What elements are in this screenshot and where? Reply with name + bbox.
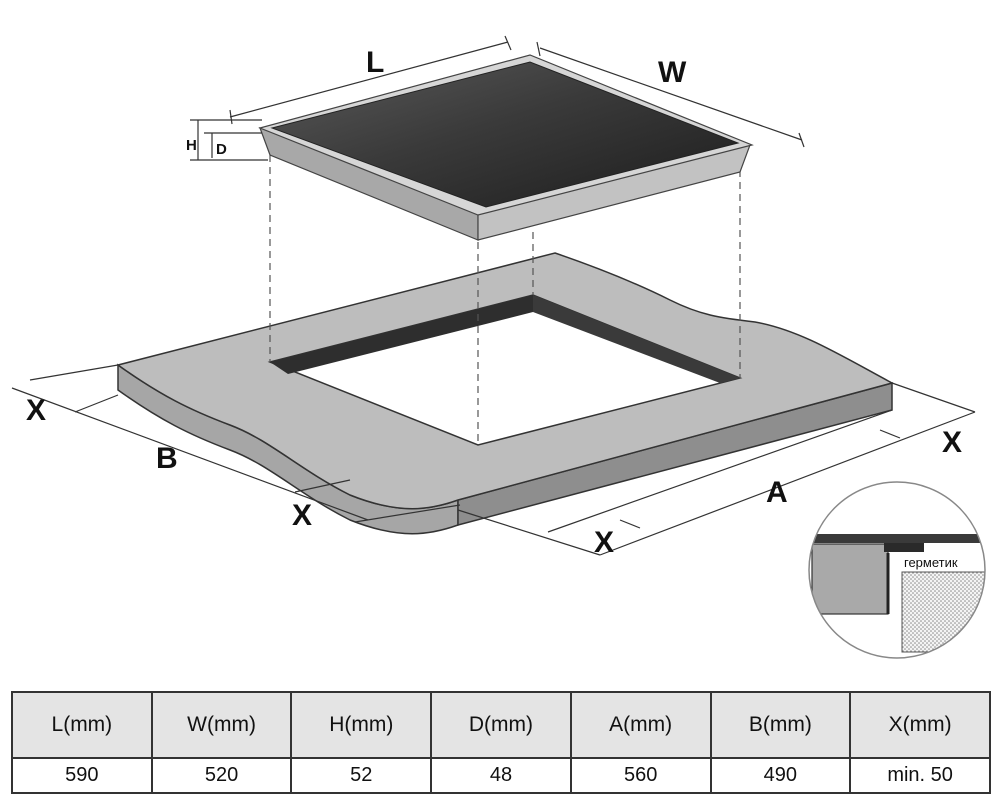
value-D: 48 <box>430 757 572 794</box>
cutout-right-wall <box>533 295 740 383</box>
header-H: H(mm) <box>290 691 433 759</box>
header-B: B(mm) <box>709 691 852 759</box>
inset-hob-body <box>901 571 985 653</box>
value-W: 520 <box>150 757 293 794</box>
hob-glass <box>270 61 740 208</box>
label-B: B <box>156 442 178 475</box>
label-L: L <box>366 46 384 79</box>
label-X-right: X <box>942 426 962 459</box>
label-D: D <box>216 141 227 158</box>
header-W: W(mm) <box>150 691 293 759</box>
value-H: 52 <box>290 757 433 794</box>
table-header-row: L(mm) W(mm) H(mm) D(mm) A(mm) B(mm) X(mm… <box>11 691 991 759</box>
value-L: 590 <box>11 757 153 794</box>
dimension-labels: L W H D X B X X A X <box>26 46 962 559</box>
value-A: 560 <box>569 757 712 794</box>
inset-countertop <box>811 543 889 615</box>
header-D: D(mm) <box>430 691 572 759</box>
inset-frame <box>884 543 924 552</box>
label-A: A <box>766 476 788 509</box>
dimension-lines <box>11 35 976 556</box>
value-X: min. 50 <box>849 757 991 794</box>
installation-diagram: L W H D X B X X A X герметик <box>11 35 986 659</box>
label-W: W <box>658 56 687 89</box>
projection-lines <box>269 155 741 445</box>
hob <box>258 54 754 241</box>
label-X-bottom: X <box>594 526 614 559</box>
cutout-back-wall <box>270 295 533 374</box>
sealant-detail-inset: герметик <box>808 481 986 659</box>
label-X-left: X <box>26 394 46 427</box>
dimensions-table: L(mm) W(mm) H(mm) D(mm) A(mm) B(mm) X(mm… <box>11 691 991 794</box>
header-A: A(mm) <box>569 691 712 759</box>
label-X-bottom-left: X <box>292 499 312 532</box>
table-values-row: 590 520 52 48 560 490 min. 50 <box>11 757 991 794</box>
inset-glass <box>812 534 980 543</box>
header-L: L(mm) <box>11 691 153 759</box>
label-H: H <box>186 137 197 154</box>
header-X: X(mm) <box>849 691 991 759</box>
value-B: 490 <box>709 757 852 794</box>
label-sealant: герметик <box>904 555 958 570</box>
